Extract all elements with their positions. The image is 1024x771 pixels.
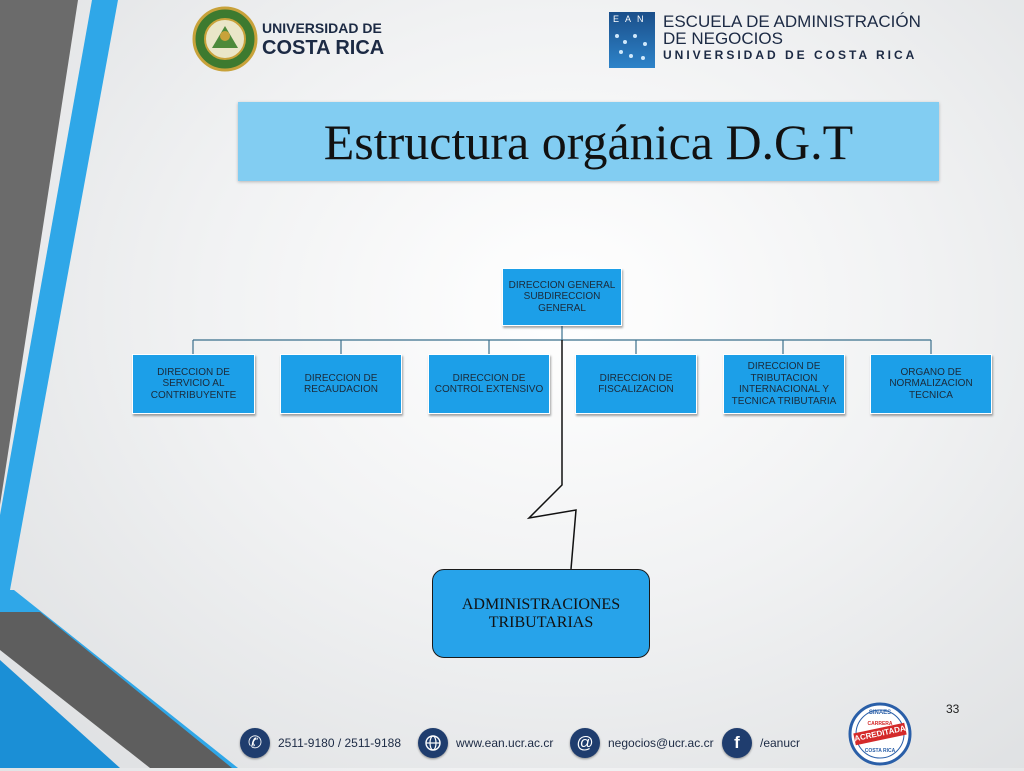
page-number: 33 (946, 702, 960, 716)
footer-email[interactable]: @ negocios@ucr.ac.cr (570, 728, 714, 758)
footer-email-text[interactable]: negocios@ucr.ac.cr (608, 736, 714, 750)
stripe-blue-corner (0, 660, 120, 768)
title-banner: Estructura orgánica D.G.T (238, 102, 939, 181)
org-node-control-extensivo: DIRECCION DE CONTROL EXTENSIVO (428, 354, 550, 414)
org-node-fiscalizacion: DIRECCION DE FISCALIZACION (575, 354, 697, 414)
stripe-blue-top (0, 0, 118, 590)
footer-web-text[interactable]: www.ean.ucr.ac.cr (456, 736, 554, 750)
org-node-label: DIRECCION DE CONTROL EXTENSIVO (434, 372, 544, 396)
ean-logo-line3: UNIVERSIDAD DE COSTA RICA (663, 48, 918, 62)
org-node-servicio: DIRECCION DE SERVICIO AL CONTRIBUYENTE (132, 354, 255, 414)
ean-mark-icon: E A N (609, 12, 655, 68)
org-node-normalizacion: ORGANO DE NORMALIZACION TECNICA (870, 354, 992, 414)
footer-phone-text: 2511-9180 / 2511-9188 (278, 736, 401, 750)
ean-logo-line2: DE NEGOCIOS (663, 29, 783, 48)
ucr-logo-line1: UNIVERSIDAD DE (262, 20, 382, 36)
footer-phone: ✆ 2511-9180 / 2511-9188 (240, 728, 401, 758)
ucr-logo: UNIVERSIDAD DE COSTA RICA (192, 4, 385, 76)
sinaes-badge-mid1: CARRERA (867, 721, 893, 727)
facebook-icon: f (722, 728, 752, 758)
stripe-gray-bottom (0, 612, 232, 768)
org-node-administraciones: ADMINISTRACIONES TRIBUTARIAS (432, 569, 650, 658)
at-icon: @ (570, 728, 600, 758)
ean-badge-text: E A N (613, 14, 646, 24)
stripe-gray-top (0, 0, 78, 505)
org-node-label: DIRECCION DE TRIBUTACION INTERNACIONAL Y… (731, 361, 837, 407)
org-node-label: ORGANO DE NORMALIZACION TECNICA (889, 366, 973, 401)
ean-logo-line1: ESCUELA DE ADMINISTRACIÓN (663, 12, 921, 31)
org-node-label: DIRECCION DE RECAUDACION (304, 372, 378, 396)
footer-facebook[interactable]: f /eanucr (722, 728, 800, 758)
footer-web[interactable]: www.ean.ucr.ac.cr (418, 728, 553, 758)
connector-zigzag (526, 340, 577, 570)
org-node-recaudacion: DIRECCION DE RECAUDACION (280, 354, 402, 414)
org-node-label: DIRECCION DE FISCALIZACION (598, 372, 674, 396)
sinaes-badge-top: SINAES (868, 710, 892, 716)
globe-icon (418, 728, 448, 758)
org-node-root: DIRECCION GENERAL SUBDIRECCION GENERAL (502, 268, 622, 326)
sinaes-badge-icon: SINAES CARRERA ACREDITADA COSTA RICA (848, 702, 912, 766)
org-node-label: DIRECCION DE SERVICIO AL CONTRIBUYENTE (150, 366, 237, 401)
footer-facebook-text[interactable]: /eanucr (760, 736, 801, 750)
org-node-tributacion-internacional: DIRECCION DE TRIBUTACION INTERNACIONAL Y… (723, 354, 845, 414)
ucr-seal-icon (192, 6, 258, 72)
sinaes-badge-bottom: COSTA RICA (864, 748, 896, 754)
ean-logo: E A N ESCUELA DE ADMINISTRACIÓN DE NEGOC… (609, 12, 921, 72)
phone-icon: ✆ (240, 728, 270, 758)
org-node-administraciones-label: ADMINISTRACIONES TRIBUTARIAS (461, 595, 621, 631)
org-node-root-label: DIRECCION GENERAL SUBDIRECCION GENERAL (508, 279, 616, 314)
page-title: Estructura orgánica D.G.T (323, 113, 854, 170)
ucr-logo-line2: COSTA RICA (262, 37, 385, 59)
